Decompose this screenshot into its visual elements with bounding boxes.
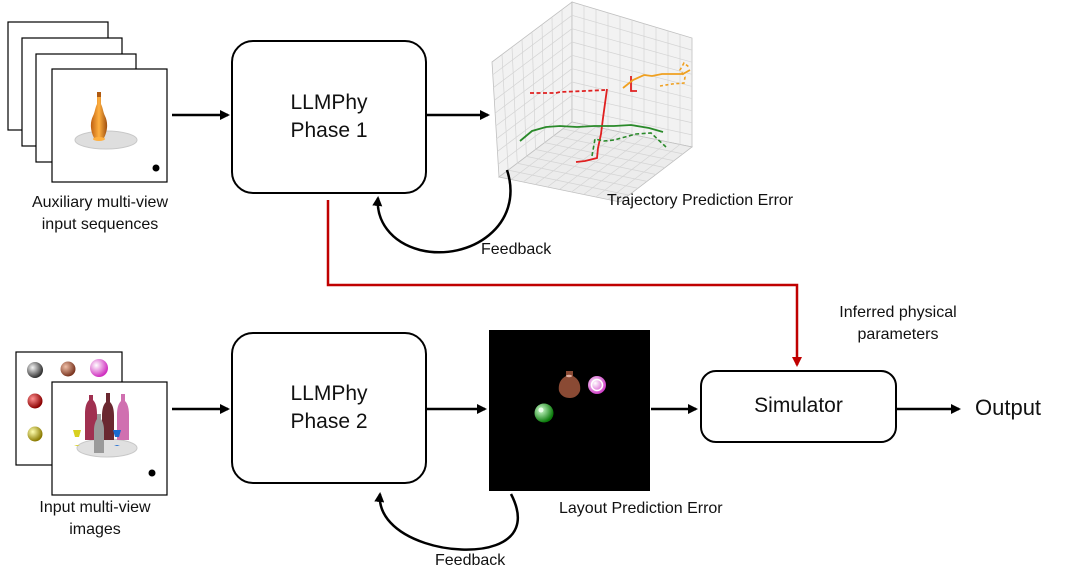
images-line1: Input multi-view	[39, 499, 151, 516]
grid-line	[559, 134, 633, 190]
images-line2: images	[69, 520, 121, 538]
phase1-title: LLMPhy	[290, 90, 368, 114]
grid-line	[571, 28, 693, 63]
phase2-subtitle: Phase 2	[290, 410, 368, 433]
aux-line2: input sequences	[41, 215, 159, 233]
grid-line	[571, 14, 693, 51]
simulator-label: Simulator	[754, 394, 843, 418]
phase2-box: LLMPhy Phase 2	[231, 332, 427, 484]
grid-line	[494, 41, 573, 101]
grid-line	[571, 81, 693, 112]
aux-line1: Auxiliary multi-view	[31, 194, 169, 211]
feedback-label-1: Feedback	[481, 241, 552, 258]
grid-line	[495, 68, 573, 127]
grid-line	[571, 108, 693, 136]
grid-line	[493, 28, 573, 88]
arrow-inferred-parameters	[326, 200, 802, 367]
layout-error-label: Layout Prediction Error	[559, 500, 723, 517]
grid-line	[583, 139, 657, 195]
auxiliary-input-caption: Auxiliary multi-view input sequences	[0, 192, 200, 235]
grid-line	[535, 129, 609, 185]
input-images-stack	[15, 351, 168, 496]
phase1-subtitle: Phase 1	[290, 119, 368, 142]
grid-line	[571, 94, 693, 124]
inferred-line1: Inferred physical	[839, 304, 957, 321]
feedback-label-2: Feedback	[435, 552, 506, 569]
phase1-box: LLMPhy Phase 1	[231, 40, 427, 194]
trajectory-error-label: Trajectory Prediction Error	[607, 192, 794, 209]
feedback-loop-phase1	[372, 169, 512, 254]
simulator-box: Simulator	[700, 370, 897, 443]
grid-line	[498, 108, 573, 165]
output-label: Output	[975, 395, 1042, 420]
grid-line	[510, 124, 585, 180]
input-images-caption: Input multi-view images	[0, 497, 190, 540]
grid-line	[571, 54, 693, 87]
grid-line	[595, 141, 669, 198]
grid-line	[494, 55, 573, 114]
grid-line	[551, 16, 555, 136]
black-ball-icon	[152, 164, 160, 172]
grid-line	[501, 54, 509, 171]
grid-line	[561, 9, 564, 129]
grid-line	[522, 126, 597, 183]
grid-line	[607, 144, 681, 200]
inferred-line2: parameters	[857, 325, 939, 343]
grid-line	[571, 68, 693, 99]
grid-line	[547, 131, 621, 188]
grid-line	[492, 15, 573, 76]
feedback-loop-phase2	[374, 492, 519, 551]
black-ball-icon	[148, 469, 156, 477]
grid-line	[541, 24, 545, 143]
layout-image	[489, 330, 650, 491]
auxiliary-sequence-stack	[7, 21, 168, 183]
grid-line	[571, 41, 693, 75]
grid-line	[571, 136, 645, 193]
inferred-parameters-label: Inferred physical parameters	[808, 302, 988, 345]
grid-line	[511, 46, 518, 164]
grid-line	[497, 95, 573, 152]
phase2-title: LLMPhy	[290, 381, 368, 405]
trajectory-plot	[491, 1, 693, 203]
